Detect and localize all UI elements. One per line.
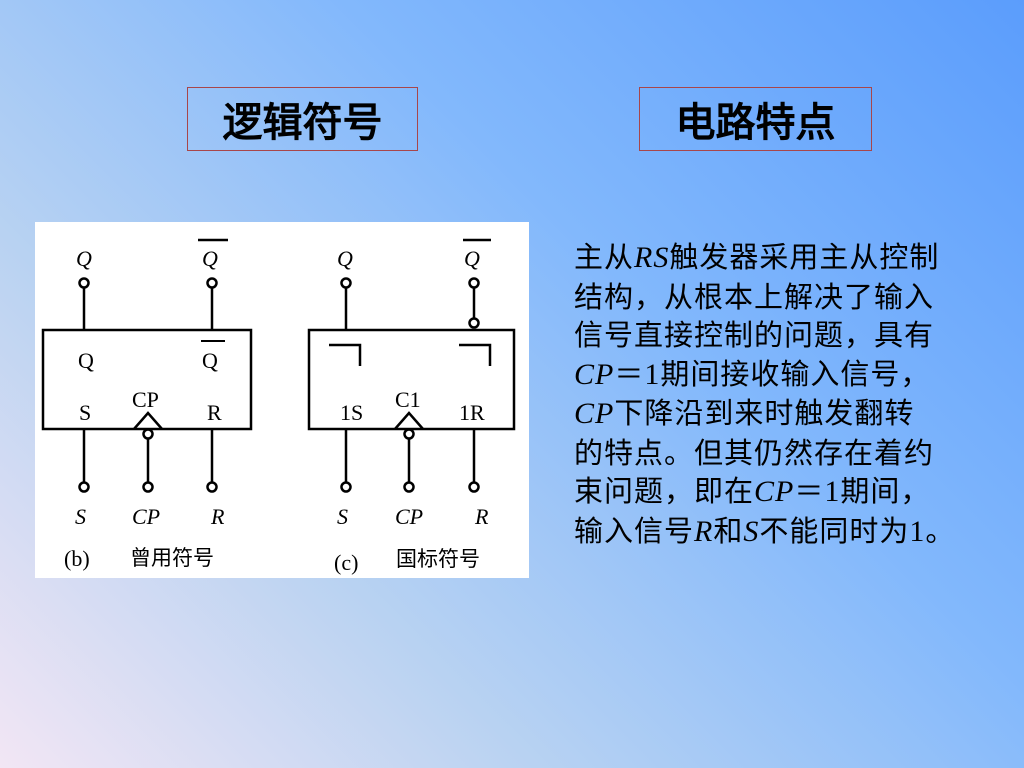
logic-symbol-title: 逻辑符号 xyxy=(187,87,418,151)
c-bottom-s-label: S xyxy=(337,504,348,529)
c-qbar-terminal xyxy=(468,277,480,289)
c-cp-terminal xyxy=(403,481,415,493)
b-inner-qbar-label: Q xyxy=(202,348,218,373)
circuit-feature-description: 主从RS触发器采用主从控制 结构，从根本上解决了输入 信号直接控制的问题，具有 … xyxy=(574,238,994,551)
c-inner-1s-label: 1S xyxy=(340,400,364,425)
desc-line-3: 信号直接控制的问题，具有 xyxy=(574,318,935,352)
c-postponed-output-mark-qbar xyxy=(459,343,492,366)
b-s-terminal xyxy=(78,481,90,493)
c-s-terminal xyxy=(340,481,352,493)
b-top-q-label: Q xyxy=(76,246,92,271)
b-bottom-s-label: S xyxy=(75,504,86,529)
c-top-q-label: Q xyxy=(337,246,353,271)
desc-line-6: 的特点。但其仍然存在着约 xyxy=(574,435,935,470)
b-inner-r-label: R xyxy=(207,400,222,425)
b-inner-s-label: S xyxy=(79,400,92,425)
c-bottom-r-label: R xyxy=(475,504,489,529)
desc-line-8: 输入信号R和S不能同时为1。 xyxy=(574,513,956,548)
c-cp-inversion-bubble xyxy=(403,428,415,440)
c-inner-c1-label: C1 xyxy=(395,387,421,412)
c-postponed-output-mark-q xyxy=(329,343,362,366)
c-qbar-inversion-bubble xyxy=(468,317,480,329)
c-bottom-cp-label: CP xyxy=(395,504,424,529)
c-r-terminal xyxy=(468,481,480,493)
circuit-feature-title: 电路特点 xyxy=(639,87,872,151)
desc-line-4: CP＝1期间接收输入信号， xyxy=(574,356,931,391)
b-inner-cp-label: CP xyxy=(132,387,159,412)
c-top-qbar-label: Q xyxy=(464,246,480,271)
desc-line-2: 结构，从根本上解决了输入 xyxy=(574,279,935,314)
b-cp-inversion-bubble xyxy=(142,428,154,440)
b-clock-triangle xyxy=(133,411,163,430)
b-caption: 曾用符号 xyxy=(130,546,214,570)
b-r-terminal xyxy=(206,481,218,493)
b-cp-terminal xyxy=(142,481,154,493)
c-caption: 国标符号 xyxy=(396,547,480,571)
c-q-terminal xyxy=(340,277,352,289)
c-clock-triangle xyxy=(394,411,424,430)
desc-line-5: CP下降沿到来时触发翻转 xyxy=(574,396,915,430)
b-inner-q-label: Q xyxy=(78,348,94,373)
b-bottom-cp-label: CP xyxy=(132,504,161,529)
desc-line-7: 束问题，即在CP＝1期间， xyxy=(574,474,931,508)
b-caption-tag: (b) xyxy=(64,546,90,571)
c-inner-1r-label: 1R xyxy=(459,400,485,425)
flip-flop-symbols-drawing xyxy=(41,238,516,493)
desc-line-1: 主从RS触发器采用主从控制 xyxy=(574,240,940,274)
c-caption-tag: (c) xyxy=(334,550,359,575)
b-qbar-terminal xyxy=(206,277,218,289)
b-bottom-r-label: R xyxy=(211,504,225,529)
flip-flop-symbol-panel: Q Q Q Q CP S R S CP R (b) 曾用符号 Q Q C1 1S… xyxy=(35,222,529,578)
b-top-qbar-label: Q xyxy=(202,246,218,271)
b-q-terminal xyxy=(78,277,90,289)
